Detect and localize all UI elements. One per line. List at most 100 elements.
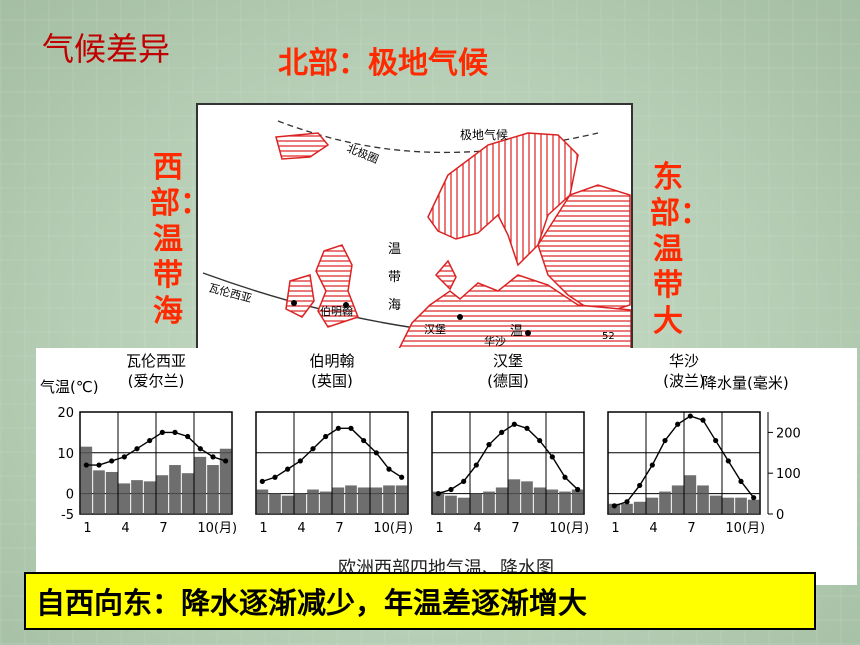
precipitation-bar bbox=[105, 471, 118, 514]
ireland-shape bbox=[285, 274, 315, 318]
slide-title: 气候差异 bbox=[42, 30, 171, 68]
x-tick-label: 4 bbox=[297, 521, 305, 536]
temperature-point bbox=[549, 454, 555, 460]
precipitation-bar bbox=[370, 487, 383, 514]
valentia-dot bbox=[291, 300, 297, 306]
precipitation-bar bbox=[307, 489, 319, 514]
temperature-line bbox=[614, 415, 755, 507]
temperature-axis-label: 气温(℃) bbox=[40, 378, 99, 396]
temperature-point bbox=[172, 429, 178, 435]
precipitation-bar bbox=[533, 487, 546, 514]
precipitation-bar bbox=[169, 465, 181, 514]
precipitation-bar bbox=[156, 475, 169, 514]
temperature-point bbox=[435, 491, 441, 497]
temperature-point bbox=[147, 437, 153, 444]
hamburg-dot bbox=[457, 314, 463, 320]
temperature-point bbox=[134, 446, 140, 452]
temperature-point bbox=[562, 474, 568, 480]
precipitation-bar bbox=[93, 470, 105, 514]
temperature-point bbox=[323, 433, 329, 440]
precipitation-axis-label: 降水量(毫米) bbox=[702, 374, 789, 392]
x-tick-label: 4 bbox=[473, 521, 481, 536]
temperature-point bbox=[272, 474, 278, 480]
precipitation-bar bbox=[207, 465, 219, 514]
precipitation-bar bbox=[457, 497, 470, 514]
temperature-point bbox=[751, 495, 757, 501]
temperature-tick-label: -5 bbox=[61, 508, 74, 523]
precipitation-bar bbox=[319, 491, 332, 514]
x-tick-label: 7 bbox=[687, 521, 695, 536]
birmingham-dot bbox=[343, 302, 349, 308]
valentia-text: 瓦伦西亚 bbox=[207, 280, 253, 305]
precipitation-bar bbox=[445, 495, 457, 514]
precipitation-tick-label: 0 bbox=[776, 508, 784, 523]
precipitation-bar bbox=[671, 485, 684, 514]
chart-title-3: 汉堡 bbox=[493, 352, 523, 370]
temperature-point bbox=[687, 413, 693, 419]
precipitation-bar bbox=[659, 491, 671, 514]
temperature-point bbox=[297, 458, 303, 464]
denmark-shape bbox=[434, 259, 457, 291]
temperate-sea-char-1: 温 bbox=[388, 242, 401, 257]
continent-shape bbox=[397, 274, 631, 351]
precipitation-bar bbox=[395, 485, 408, 514]
precipitation-bar bbox=[521, 481, 533, 514]
temperature-point bbox=[386, 466, 392, 472]
temperature-point bbox=[473, 462, 479, 468]
precipitation-bar bbox=[722, 497, 735, 514]
east-region-shape bbox=[537, 184, 631, 316]
chart-subtitle-4: (波兰) bbox=[663, 372, 705, 390]
precipitation-bar bbox=[281, 495, 294, 514]
temperature-tick-label: 20 bbox=[57, 406, 74, 421]
x-tick-label: 4 bbox=[649, 521, 657, 536]
precipitation-bar bbox=[508, 479, 521, 514]
temperature-point bbox=[348, 425, 354, 431]
chart-title-1: 瓦伦西亚 bbox=[126, 352, 186, 370]
precipitation-bar bbox=[633, 501, 646, 514]
x-tick-label: 7 bbox=[511, 521, 519, 536]
warsaw-dot bbox=[525, 330, 531, 336]
temperature-point bbox=[637, 482, 643, 489]
north-climate-label: 北部：极地气候 bbox=[278, 46, 488, 81]
x-tick-label: 10(月) bbox=[725, 521, 765, 536]
precipitation-bar bbox=[357, 487, 370, 514]
precipitation-bar bbox=[332, 487, 345, 514]
precipitation-bar bbox=[269, 493, 281, 514]
temperature-tick-label: 10 bbox=[57, 447, 74, 462]
temperature-point bbox=[738, 478, 744, 484]
temperature-point bbox=[511, 421, 517, 427]
temperature-point bbox=[611, 503, 617, 509]
map-svg: 极地气候 北极圈 温 带 海 温 瓦伦西亚 伯明翰 汉堡 华沙 52 bbox=[202, 120, 631, 351]
x-tick-label: 1 bbox=[83, 521, 91, 536]
temperature-point bbox=[285, 466, 291, 472]
precipitation-bar bbox=[131, 480, 143, 514]
precipitation-bar bbox=[432, 491, 445, 514]
warsaw-text: 华沙 bbox=[484, 334, 506, 348]
precipitation-bar bbox=[383, 485, 395, 514]
conclusion-text: 自西向东：降水逐渐减少，年温差逐渐增大 bbox=[36, 586, 588, 620]
precipitation-bar bbox=[608, 503, 621, 514]
temperature-point bbox=[361, 437, 367, 444]
temperature-point bbox=[335, 425, 341, 431]
precipitation-bar bbox=[483, 491, 495, 514]
precipitation-bar bbox=[684, 475, 697, 514]
temperature-point bbox=[259, 478, 265, 484]
precipitation-bar bbox=[621, 503, 633, 514]
precipitation-bar bbox=[143, 481, 156, 514]
birmingham-text: 伯明翰 bbox=[320, 304, 353, 318]
temperate-char: 温 bbox=[510, 324, 523, 339]
x-tick-label: 10(月) bbox=[197, 521, 237, 536]
temperature-point bbox=[713, 437, 719, 444]
precipitation-bar bbox=[735, 497, 747, 514]
temperature-point bbox=[499, 429, 505, 435]
precipitation-bar bbox=[546, 489, 559, 514]
precipitation-bar bbox=[194, 456, 207, 514]
temperature-point bbox=[109, 458, 115, 464]
chart-subtitle-3: (德国) bbox=[487, 372, 529, 390]
precipitation-bar bbox=[345, 485, 357, 514]
temperature-point bbox=[725, 458, 731, 464]
precipitation-bar bbox=[219, 448, 232, 514]
arctic-circle-text: 北极圈 bbox=[345, 141, 381, 166]
